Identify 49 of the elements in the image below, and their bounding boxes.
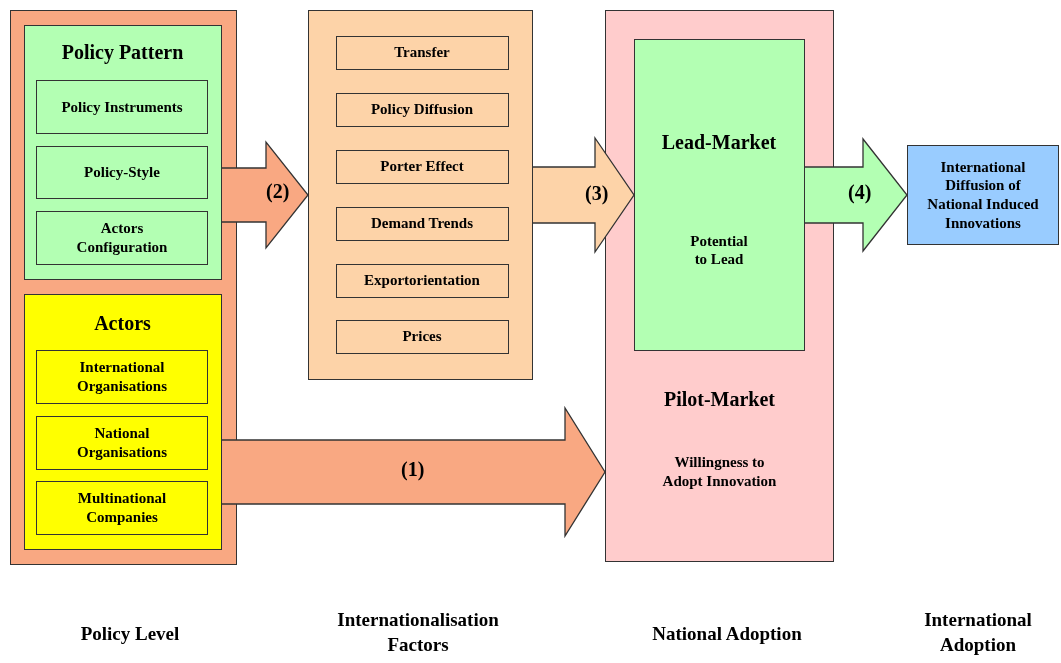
result-box [907,145,1059,245]
column-panel [10,10,237,565]
node-text: Willingness to Adopt Innovation [661,453,778,491]
edge-label: (2) [265,180,291,203]
node-text: Multinational Companies [76,489,168,527]
node-text: Potential to Lead [689,231,749,269]
item-box [36,481,208,535]
item-box [335,35,509,70]
node-title: Pilot-Market [662,387,777,412]
item-box [36,416,208,470]
block-arrow [532,135,635,255]
edge-label: (1) [400,458,426,481]
node-title: Policy Pattern [60,39,185,65]
node-text: Prices [401,327,443,346]
edge-label: (3) [584,182,610,205]
item-box [335,319,509,354]
item-box [36,146,208,199]
item-box [335,92,509,127]
group-panel [23,293,222,550]
item-box [36,80,208,134]
node-text: International Diffusion of National Induced Innovations [926,157,1040,233]
group-panel [23,24,222,280]
column-label: International Adoption [923,608,1033,657]
item-box [335,206,509,241]
item-box [335,149,509,184]
item-box [335,263,509,298]
node-text: International Organisations [76,358,168,396]
item-box [36,211,208,265]
edge-label: (4) [847,181,873,204]
column-panel [308,10,533,380]
block-arrow [221,405,606,539]
block-arrow [804,137,908,253]
node-title: Actors [93,310,152,336]
market-panel [633,38,805,351]
node-text: Demand Trends [369,214,475,233]
column-label: Policy Level [79,622,181,646]
node-text: Policy Diffusion [369,100,475,119]
node-text: Exportorientation [363,271,481,290]
node-text: Policy Instruments [60,97,184,117]
block-arrow [221,140,309,250]
node-title: Lead-Market [660,129,778,155]
item-box [36,350,208,404]
node-text: Actors Configuration [75,219,169,257]
node-text: Transfer [393,43,451,62]
node-text: Porter Effect [379,157,465,176]
column-label: National Adoption [651,622,803,646]
node-text: Policy-Style [83,163,161,182]
column-label: Internationalisation Factors [336,608,500,657]
node-text: National Organisations [76,424,168,462]
